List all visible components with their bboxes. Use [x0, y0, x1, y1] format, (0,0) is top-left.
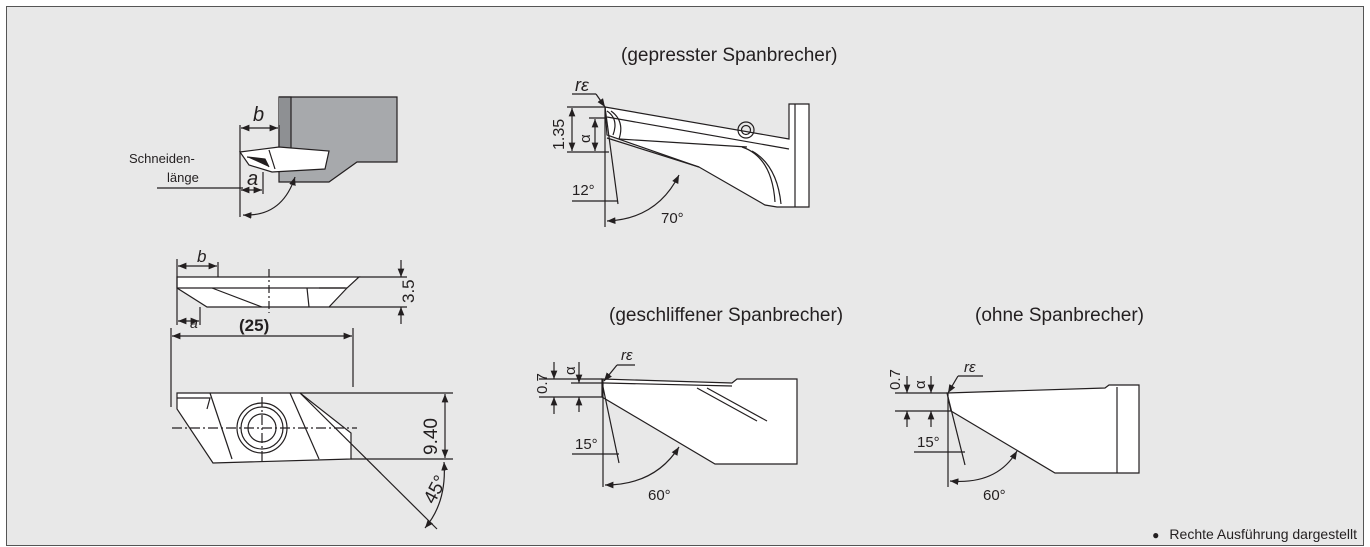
insert-side-a-label: a [190, 315, 198, 331]
insert-angle-arc [424, 461, 448, 529]
holder-dim-a-label: a [247, 168, 258, 190]
insert-side-face-1 [211, 287, 263, 308]
pressed-angle-large-ext [606, 137, 700, 168]
insert-side-face-2 [306, 287, 310, 308]
ground-height-label: 0.7 [534, 373, 551, 394]
ground-angle-large-label: 60° [648, 487, 671, 504]
none-angle-small-label: 15° [917, 434, 940, 451]
none-detail [895, 375, 1140, 487]
pressed-rake-line [618, 138, 748, 148]
insert-thickness-label: 3.5 [399, 279, 418, 303]
ground-angle-large-arc [604, 446, 680, 489]
bullet-icon: ● [1152, 528, 1160, 542]
ground-groove [706, 387, 768, 422]
none-alpha-label: α [912, 380, 929, 389]
none-angle-large-arc [949, 450, 1018, 486]
none-radius-arrow [947, 375, 959, 394]
ground-angle-small-label: 15° [575, 436, 598, 453]
none-body [946, 384, 1140, 474]
ground-top-line [604, 382, 733, 387]
caption-none: (ohne Spanbrecher) [975, 305, 1144, 326]
pressed-alpha-label: α [577, 134, 594, 143]
ground-groove-2 [696, 387, 758, 422]
pressed-angle-large-label: 70° [661, 210, 684, 227]
pressed-screw-outer [737, 121, 755, 139]
note-row: ● Rechte Ausführung dargestellt [1152, 526, 1357, 542]
insert-height-label: 9.40 [421, 418, 442, 455]
pressed-body [604, 103, 810, 208]
pressed-height-label: 1.35 [551, 119, 568, 150]
note-text: Rechte Ausführung dargestellt [1169, 526, 1357, 542]
insert-top-face-left [177, 397, 211, 410]
pressed-chip-groove [606, 110, 616, 136]
insert-length-label: (25) [239, 316, 269, 335]
pressed-radius-arrow [595, 93, 606, 108]
ground-radius-arrow [603, 364, 618, 382]
insert-side-view [176, 259, 407, 325]
holder-view [157, 96, 398, 219]
holder-insert-chip [246, 156, 270, 168]
ground-body [601, 378, 798, 465]
insert-top-face-left-2 [209, 392, 233, 460]
pressed-heel-curve [741, 146, 776, 203]
technical-drawing: b a Schneiden- länge b a 3.5 [129, 75, 1140, 530]
pressed-screw-inner [740, 124, 752, 136]
none-radius-label: rε [964, 359, 976, 376]
holder-angle-arc [242, 176, 296, 219]
insert-angle-label: 45° [420, 472, 452, 507]
caption-pressed: (gepresster Spanbrecher) [621, 45, 838, 66]
insert-top-face-right [289, 392, 320, 460]
cutting-length-label-2: länge [167, 170, 199, 185]
holder-dim-b-label: b [253, 104, 264, 126]
holder-insert-face [268, 149, 276, 170]
insert-angle-ext [299, 392, 438, 530]
insert-top-view [170, 328, 453, 530]
ground-radius-label: rε [621, 347, 633, 364]
pressed-top-edge [606, 116, 790, 150]
cutting-length-label-1: Schneiden- [129, 151, 195, 166]
drawing-frame: b a Schneiden- länge b a 3.5 [6, 6, 1364, 546]
pressed-detail [567, 93, 810, 227]
caption-ground: (geschliffener Spanbrecher) [609, 305, 844, 326]
ground-detail [539, 362, 798, 489]
ground-alpha-label: α [562, 366, 579, 375]
pressed-angle-large-arc [606, 174, 680, 225]
pressed-angle-small-label: 12° [572, 182, 595, 199]
pressed-heel-curve-2 [751, 150, 782, 205]
none-angle-large-label: 60° [983, 487, 1006, 504]
insert-side-outline [176, 276, 361, 308]
insert-side-b-label: b [197, 247, 206, 266]
none-height-label: 0.7 [887, 369, 904, 390]
pressed-chip-groove-2 [610, 110, 622, 140]
pressed-radius-label: rε [575, 75, 590, 95]
